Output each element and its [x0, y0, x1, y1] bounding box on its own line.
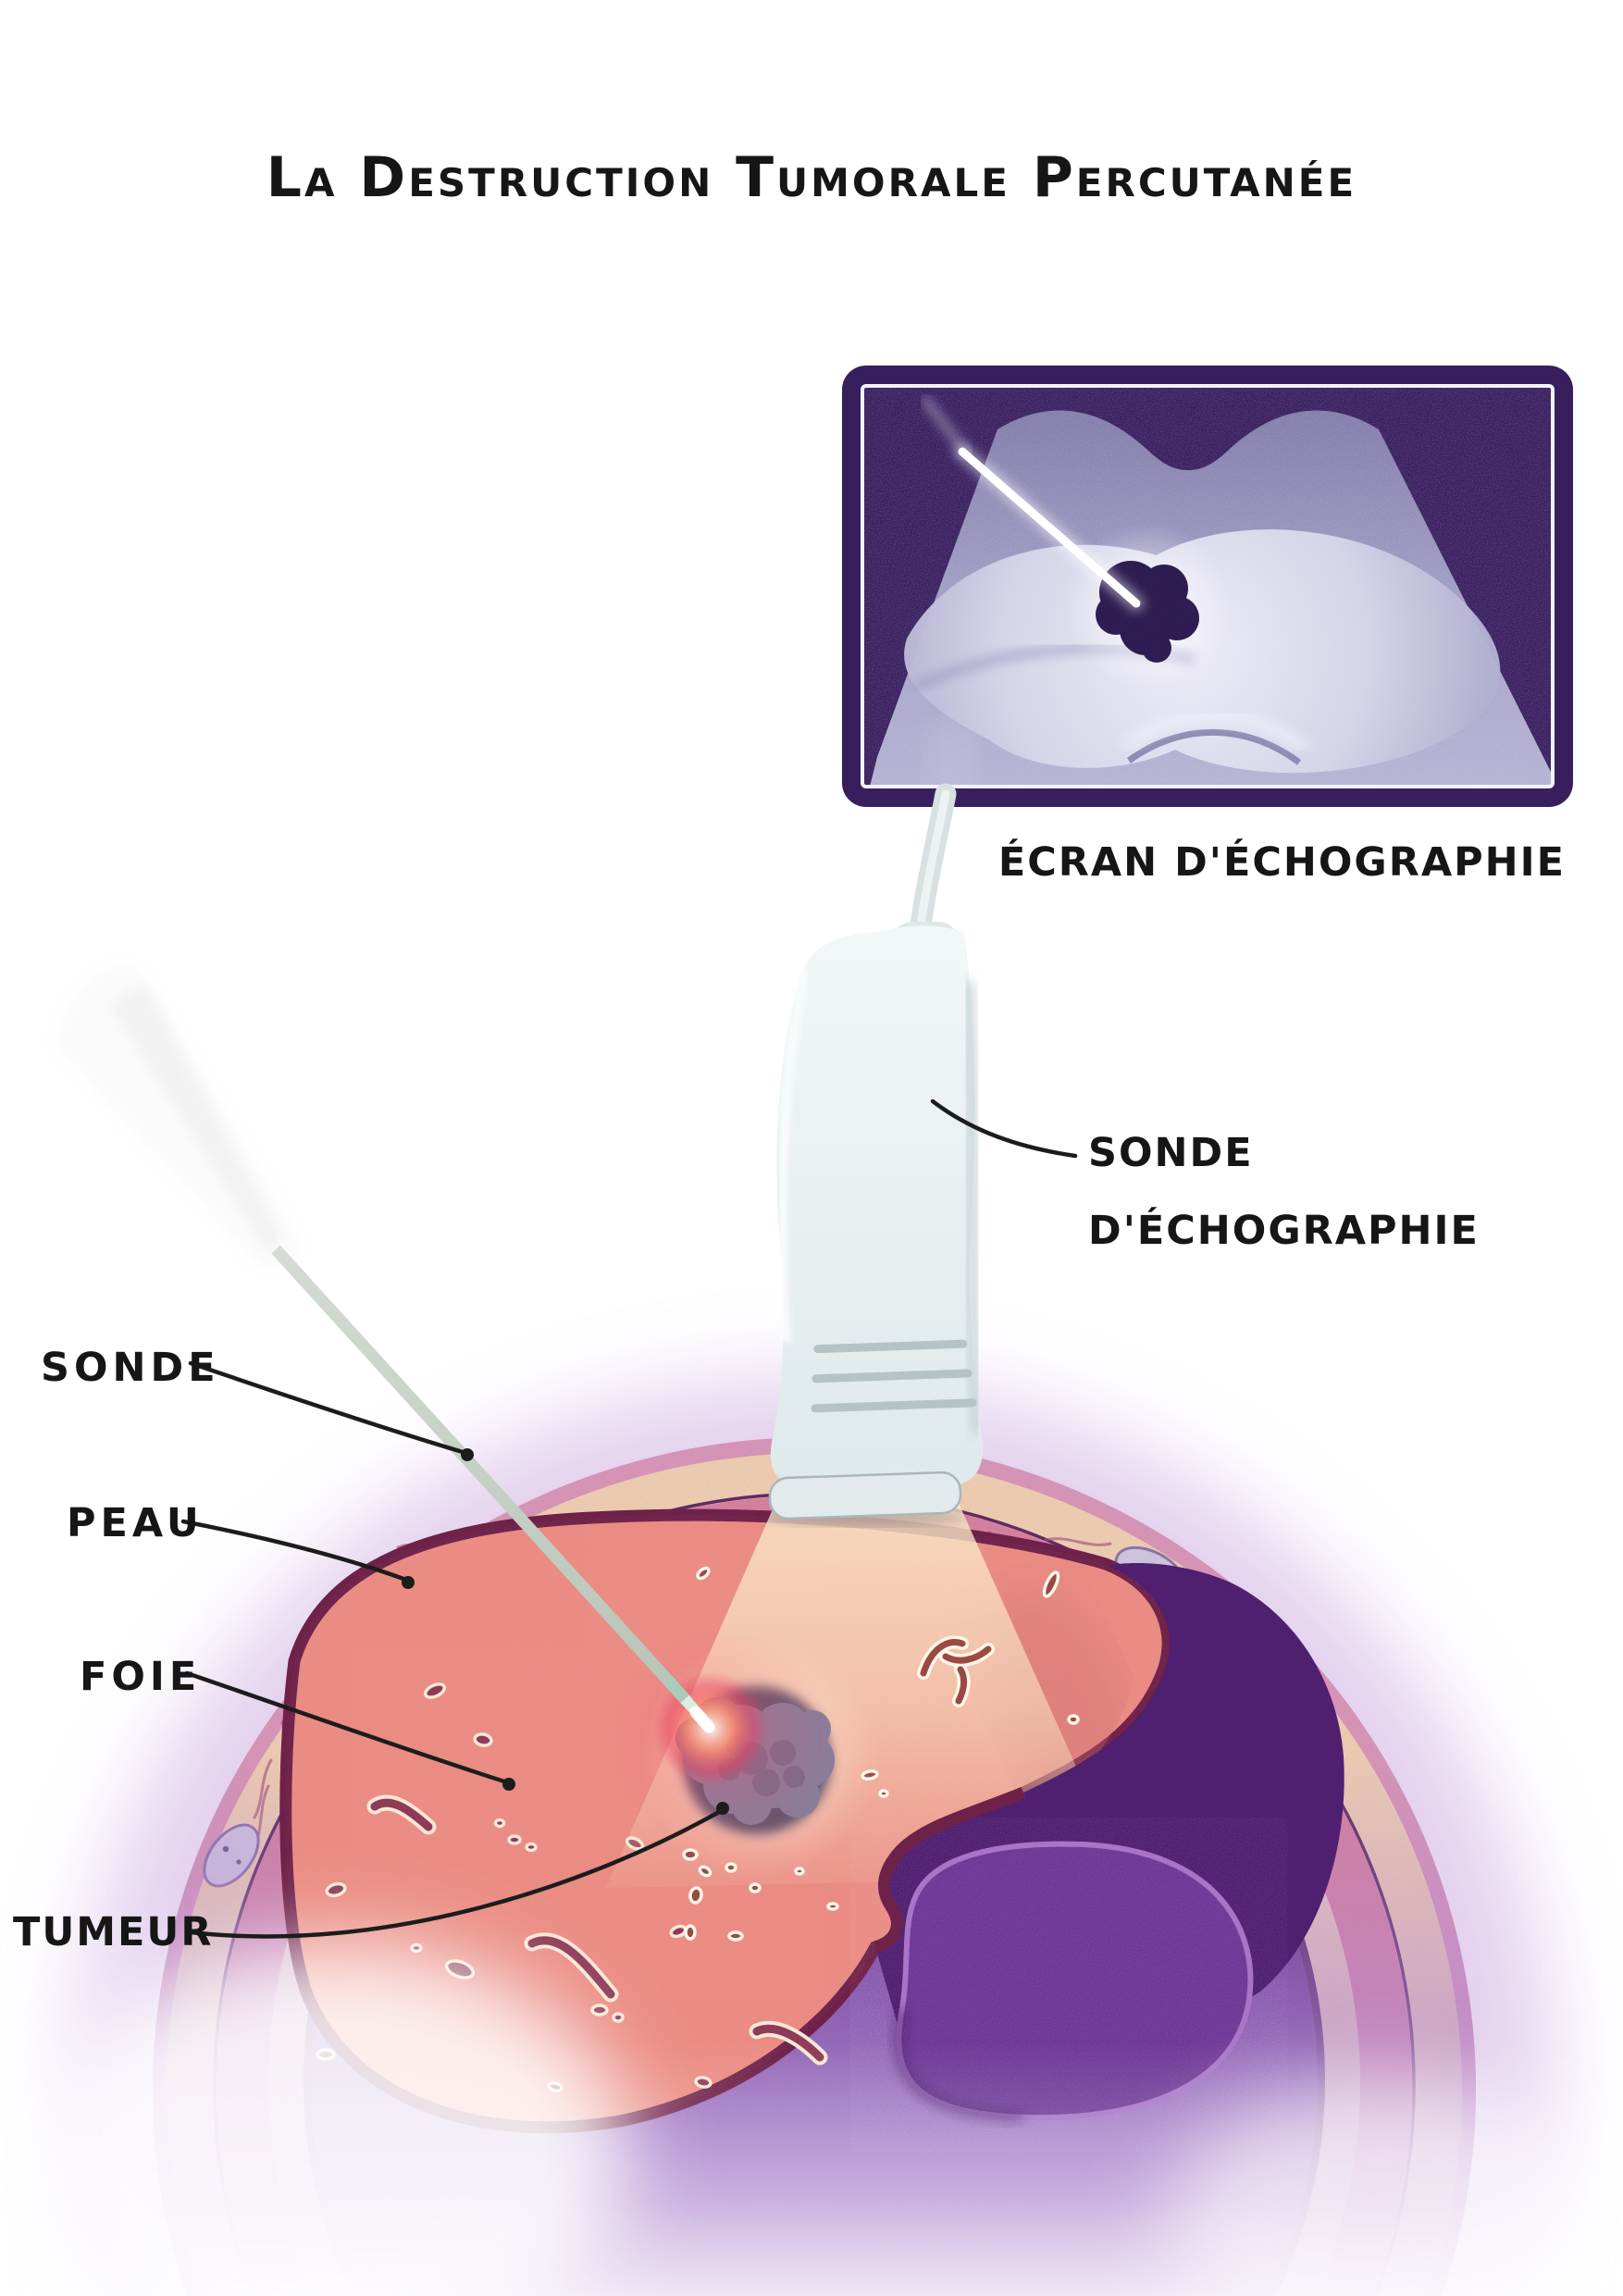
- probe-leader-line: [930, 1098, 1078, 1159]
- ultrasound-screen: [842, 366, 1573, 807]
- liver-leader-line: [184, 1670, 507, 1784]
- screen-label: ÉCRAN D'ÉCHOGRAPHIE: [998, 838, 1566, 886]
- leader-dots: [402, 1448, 729, 1815]
- page-title: La Destruction Tumorale Percutanée: [266, 145, 1357, 210]
- skin-label: PEAU: [67, 1500, 204, 1546]
- needle-leader-line: [188, 1360, 465, 1455]
- portal-vessel-branch: [917, 1635, 995, 1707]
- ultrasound-probe: [765, 922, 984, 1526]
- needle-label: SONDE: [41, 1345, 220, 1391]
- skin-leader-line: [180, 1519, 406, 1582]
- screen-content: [862, 386, 1553, 787]
- probe-label-line2: D'ÉCHOGRAPHIE: [1088, 1207, 1480, 1254]
- probe-label-line1: SONDE: [1088, 1130, 1254, 1176]
- tumor-leader-line: [188, 1809, 722, 1939]
- probe-cable: [909, 783, 957, 942]
- ablation-needle: [57, 969, 715, 1733]
- liver-vessel-squiggles: [366, 1794, 828, 2066]
- liver-inferior-margin: [873, 1786, 1026, 1954]
- screen-inner-border: [861, 384, 1555, 788]
- tumor-label: TUMEUR: [13, 1909, 213, 1955]
- needle-shaft: [271, 1245, 693, 1707]
- needle-electrode-band: [663, 1677, 688, 1701]
- leader-lines: [180, 1098, 1078, 1939]
- fade-bottom-right: [1166, 2082, 1592, 2296]
- liver-label: FOIE: [80, 1654, 201, 1700]
- fade-bottom-left: [37, 1943, 629, 2296]
- probe-transducer-face: [768, 1471, 962, 1520]
- probe-grip-grooves: [811, 1339, 977, 1413]
- needle-glowing-tip: [689, 1706, 715, 1733]
